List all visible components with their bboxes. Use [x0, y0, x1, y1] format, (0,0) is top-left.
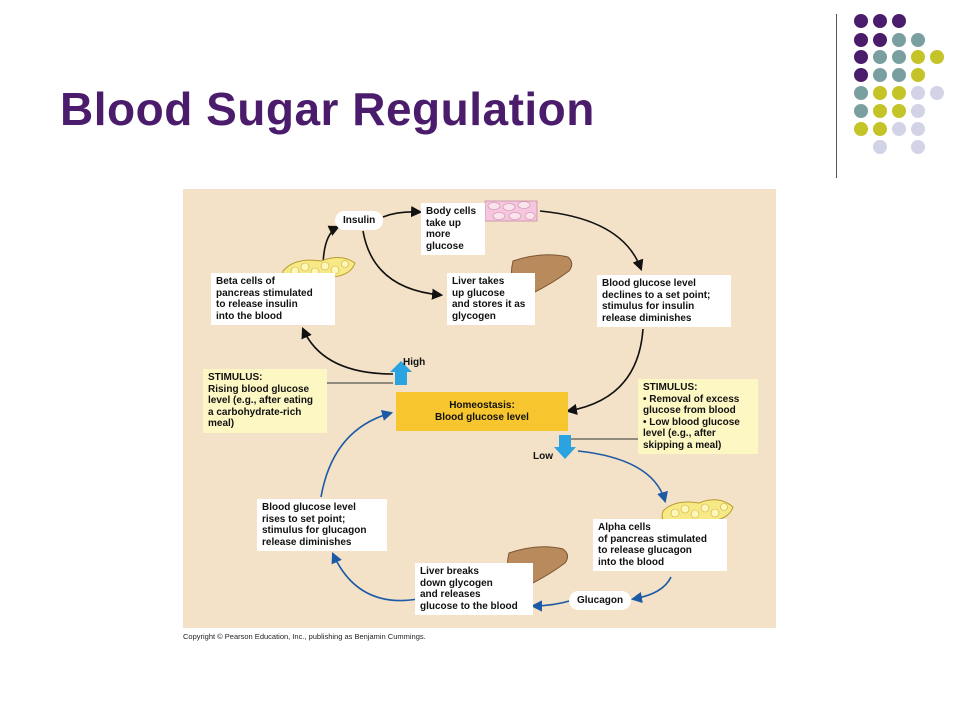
homeostasis-box: Homeostasis: Blood glucose level: [396, 392, 568, 431]
dot: [873, 140, 887, 154]
arrow-high-to-beta: [301, 326, 394, 375]
dot: [873, 122, 887, 136]
dot: [892, 68, 906, 82]
body-cells-box: Body cells take up more glucose: [421, 203, 485, 255]
body-cells-icon: [484, 200, 538, 222]
dot: [892, 50, 906, 64]
dot: [873, 86, 887, 100]
arrow-liver-to-rises: [331, 551, 419, 602]
low-arrow-icon: [554, 435, 576, 459]
arrow-rises-to-homeostasis: [320, 409, 394, 498]
beta-cells-box: Beta cells of pancreas stimulated to rel…: [211, 273, 335, 325]
dot: [930, 50, 944, 64]
dot: [873, 104, 887, 118]
dot: [892, 122, 906, 136]
arrow-insulin-to-bodycells: [382, 206, 423, 218]
homeostasis-title: Homeostasis:: [449, 400, 515, 411]
alpha-cells-box: Alpha cells of pancreas stimulated to re…: [593, 519, 727, 571]
dot: [854, 86, 868, 100]
dot: [854, 68, 868, 82]
slide-title: Blood Sugar Regulation: [60, 83, 595, 135]
dot: [892, 14, 906, 28]
glucose-declines-box: Blood glucose level declines to a set po…: [597, 275, 731, 327]
arrow-bodycells-to-decline: [539, 210, 644, 272]
dot: [892, 86, 906, 100]
arrow-insulin-to-liver: [362, 230, 444, 300]
low-label: Low: [533, 451, 553, 462]
divider-line: [836, 14, 837, 178]
arrow-glucagon-to-liver: [530, 599, 574, 612]
insulin-label: Insulin: [335, 211, 384, 230]
dot: [911, 86, 925, 100]
dot: [911, 104, 925, 118]
dot: [854, 104, 868, 118]
stimulus-low-box: STIMULUS: • Removal of excess glucose fr…: [638, 379, 758, 454]
dot: [911, 50, 925, 64]
dot: [911, 122, 925, 136]
dot: [854, 14, 868, 28]
high-label: High: [403, 357, 426, 368]
dot: [930, 86, 944, 100]
dot: [873, 50, 887, 64]
glucagon-label: Glucagon: [569, 591, 632, 610]
dot: [854, 122, 868, 136]
liver-breaks-box: Liver breaks down glycogen and releases …: [415, 563, 533, 615]
arrow-low-to-alpha: [577, 450, 668, 504]
dot: [873, 68, 887, 82]
dot: [892, 33, 906, 47]
homeostasis-subtitle: Blood glucose level: [435, 412, 529, 423]
arrow-alpha-to-glucagon: [630, 576, 672, 604]
liver-takes-box: Liver takes up glucose and stores it as …: [447, 273, 535, 325]
high-arrow-icon: [390, 361, 412, 385]
dot: [892, 104, 906, 118]
glucose-rises-box: Blood glucose level rises to set point; …: [257, 499, 387, 551]
dot: [911, 140, 925, 154]
dot: [854, 33, 868, 47]
dot: [854, 50, 868, 64]
arrow-decline-to-homeostasis: [565, 328, 644, 416]
dot: [873, 33, 887, 47]
dot: [911, 68, 925, 82]
blood-sugar-diagram: Insulin Body cells take up more glucose …: [183, 189, 776, 628]
dot: [873, 14, 887, 28]
dot: [911, 33, 925, 47]
copyright-note: Copyright © Pearson Education, Inc., pub…: [183, 632, 426, 641]
stimulus-high-box: STIMULUS: Rising blood glucose level (e.…: [203, 369, 327, 433]
diagram-graphics: [282, 200, 734, 612]
